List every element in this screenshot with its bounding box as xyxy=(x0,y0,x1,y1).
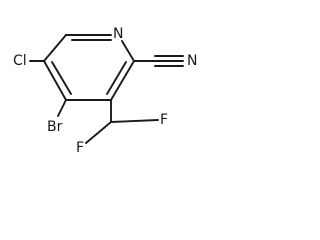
bond-c4-br xyxy=(57,99,67,117)
bond-c2-c3-inner xyxy=(106,61,127,95)
molecule-structure: N Cl Br N F F xyxy=(13,26,197,156)
atom-fluorine-upper: F xyxy=(160,112,168,128)
bond-c5-c6 xyxy=(43,34,67,62)
bond-n1-c2 xyxy=(121,40,135,62)
bond-c2-c3 xyxy=(110,60,135,101)
bond-c4-c5 xyxy=(43,60,67,101)
bond-c4-c5-inner xyxy=(51,61,72,95)
atom-fluorine-lower: F xyxy=(76,140,84,156)
bond-chf2-f-upper xyxy=(110,119,159,123)
atom-nitrile-nitrogen: N xyxy=(187,53,197,69)
atom-bromine: Br xyxy=(47,119,63,135)
bond-chf2-f-lower xyxy=(85,121,112,144)
atom-ring-nitrogen: N xyxy=(113,26,123,42)
atom-chlorine: Cl xyxy=(13,53,27,69)
